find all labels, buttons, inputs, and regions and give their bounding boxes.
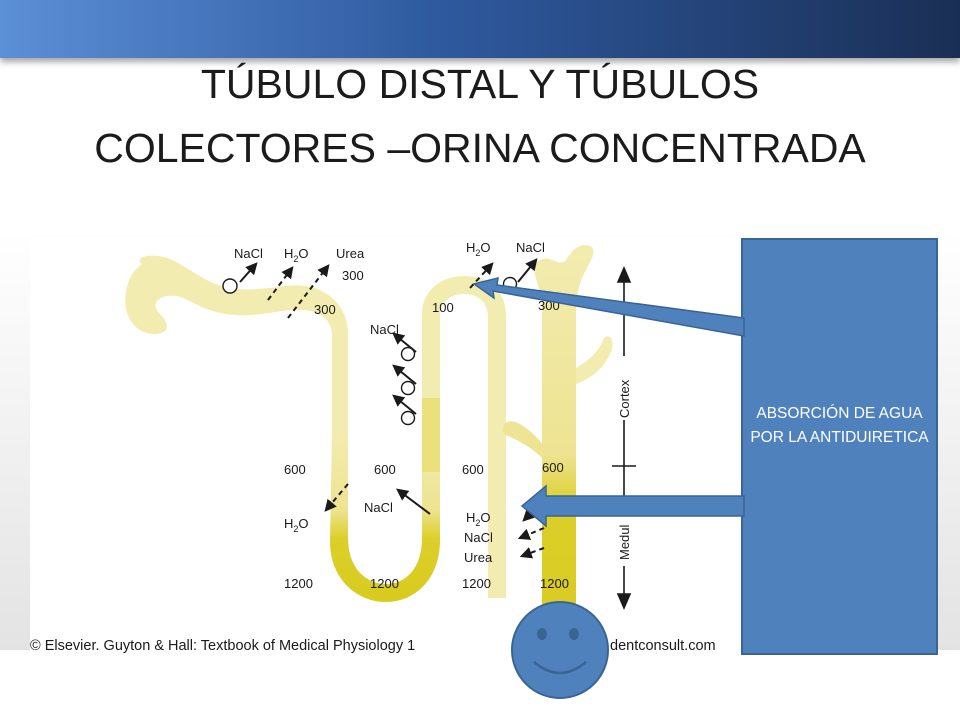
ascending-thick-segment bbox=[422, 398, 440, 472]
label-h2o-descending: H2O bbox=[284, 516, 309, 534]
slide-title: TÚBULO DISTAL Y TÚBULOS COLECTORES –ORIN… bbox=[40, 52, 920, 180]
label-medulla: Medul bbox=[617, 524, 632, 560]
urea-arrow-collecting bbox=[519, 547, 545, 559]
label-300-urea: 300 bbox=[342, 268, 364, 283]
transporter-circle bbox=[400, 346, 416, 362]
label-nacl-ascending: NaCl bbox=[370, 322, 399, 337]
collecting-duct bbox=[503, 245, 594, 664]
label-600-descending: 600 bbox=[284, 462, 306, 477]
nacl-arrow-ascending-2 bbox=[392, 364, 417, 385]
figure-copyright-url: dentconsult.com bbox=[610, 638, 716, 654]
smiley-face bbox=[511, 601, 609, 699]
h2o-arrow-cortex bbox=[469, 262, 494, 289]
header-bar bbox=[0, 0, 960, 58]
label-nacl-cortex: NaCl bbox=[516, 240, 545, 255]
axis-arrow-bottom bbox=[616, 593, 632, 611]
title-line-1: TÚBULO DISTAL Y TÚBULOS bbox=[200, 61, 760, 107]
label-300-collecting: 300 bbox=[538, 298, 560, 313]
callout-box: ABSORCIÓN DE AGUA POR LA ANTIDUIRETICA bbox=[741, 238, 938, 655]
transporter-circle bbox=[222, 278, 238, 294]
label-600-collecting: 600 bbox=[542, 460, 564, 475]
smiley-mouth bbox=[533, 661, 587, 675]
transporter-circle bbox=[400, 410, 416, 426]
nacl-arrow-collecting bbox=[517, 527, 545, 540]
label-100: 100 bbox=[432, 300, 454, 315]
transporter-circle bbox=[502, 276, 518, 292]
cortex-label-bg bbox=[614, 356, 634, 420]
label-600-loop: 600 bbox=[374, 462, 396, 477]
label-nacl-loop: NaCl bbox=[364, 500, 393, 515]
smiley-left-eye bbox=[537, 628, 547, 640]
urea-arrow-distal bbox=[287, 264, 330, 319]
distal-tubule-start bbox=[125, 255, 348, 436]
nephron-diagram: NaCl H2O Urea 300 300 NaCl H2O NaCl 100 … bbox=[30, 238, 750, 664]
label-1200-interstitium: 1200 bbox=[462, 576, 491, 591]
callout-text: ABSORCIÓN DE AGUA POR LA ANTIDUIRETICA bbox=[750, 405, 929, 446]
label-cortex: Cortex bbox=[617, 379, 632, 418]
label-1200-loop: 1200 bbox=[370, 576, 399, 591]
transporter-circle bbox=[400, 380, 416, 396]
collecting-duct-branch bbox=[576, 336, 613, 384]
label-h2o-cortex: H2O bbox=[466, 240, 491, 258]
nacl-arrow-ascending-1 bbox=[392, 332, 417, 353]
nacl-arrow-ascending-3 bbox=[392, 394, 417, 415]
label-urea-distal: Urea bbox=[336, 246, 365, 261]
label-nacl-distal: NaCl bbox=[234, 246, 263, 261]
smiley-face-icon bbox=[511, 601, 609, 699]
label-1200-collecting: 1200 bbox=[540, 576, 569, 591]
label-nacl-collecting: NaCl bbox=[464, 530, 493, 545]
label-h2o-collecting: H2O bbox=[466, 510, 491, 528]
smiley-right-eye bbox=[569, 628, 579, 640]
label-300-distal: 300 bbox=[314, 302, 336, 317]
h2o-arrow-descending bbox=[324, 483, 349, 512]
label-urea-collecting: Urea bbox=[464, 550, 493, 565]
nacl-arrow-loop bbox=[396, 488, 431, 515]
h2o-arrow-distal bbox=[267, 266, 294, 301]
nacl-arrow-distal bbox=[239, 262, 258, 283]
title-line-2: COLECTORES –ORINA CONCENTRADA bbox=[94, 125, 866, 171]
loop-of-henle bbox=[330, 434, 440, 602]
label-600-interstitium: 600 bbox=[462, 462, 484, 477]
label-h2o-distal: H2O bbox=[284, 246, 309, 264]
label-1200-descending: 1200 bbox=[284, 576, 313, 591]
figure-copyright: © Elsevier. Guyton & Hall: Textbook of M… bbox=[30, 638, 415, 654]
